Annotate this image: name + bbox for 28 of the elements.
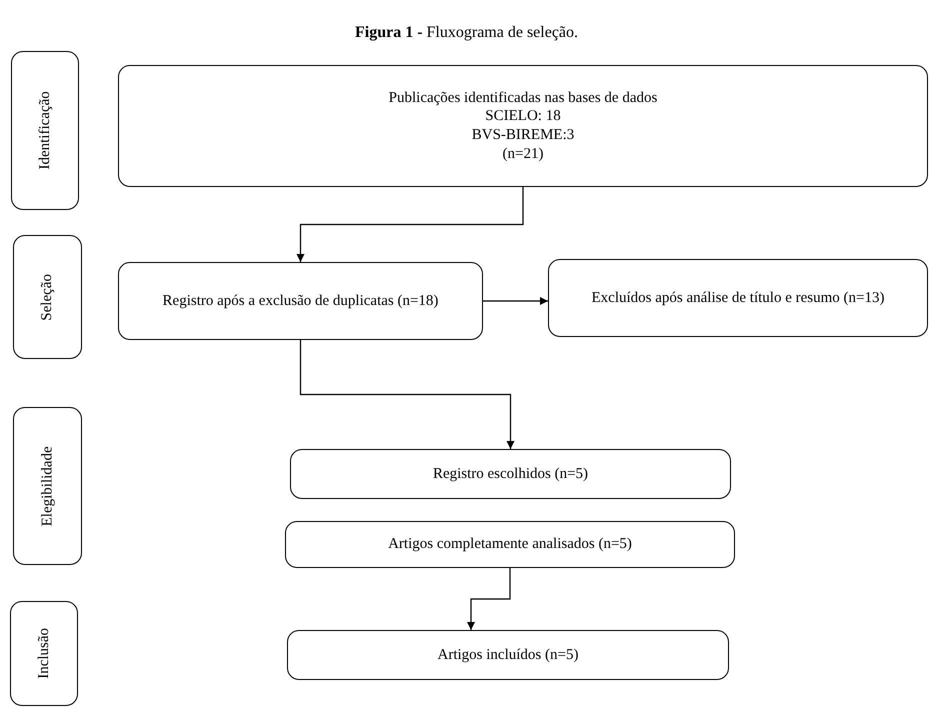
- process-box: [285, 521, 735, 568]
- box-text: Publicações identificadas nas bases de dados: [388, 88, 658, 108]
- box-text: Registro após a exclusão de duplicatas (n=18): [162, 292, 438, 310]
- stage-box: [11, 51, 79, 210]
- box-text: Artigos incluídos (n=5): [438, 646, 578, 664]
- process-box: [118, 65, 928, 187]
- arrow: [296, 187, 524, 262]
- stage-label: Seleção: [38, 274, 56, 320]
- box-text: BVS-BIREME:3: [472, 126, 574, 145]
- stage-label: Inclusão: [34, 628, 53, 679]
- stage-box: [13, 407, 82, 565]
- stage-box: [10, 601, 78, 706]
- box-text: Artigos completamente analisados (n=5): [388, 535, 632, 554]
- process-box: [118, 262, 483, 340]
- box-text: (n=21): [502, 144, 544, 164]
- process-box: [290, 449, 731, 499]
- arrow: [483, 297, 548, 305]
- arrow: [300, 340, 514, 449]
- process-box: [548, 259, 928, 337]
- stage-label: Elegibilidade: [38, 446, 56, 526]
- box-text: SCIELO: 18: [485, 107, 561, 126]
- stage-label: Identificação: [36, 91, 54, 170]
- arrow: [467, 568, 511, 630]
- stage-box: [13, 235, 82, 359]
- process-box: [287, 630, 729, 680]
- box-text: Excluídos após análise de título e resumo (n=13): [592, 288, 884, 308]
- figure-title: Figura 1 - Fluxograma de seleção.: [354, 24, 580, 42]
- box-text: Registro escolhidos (n=5): [432, 464, 588, 484]
